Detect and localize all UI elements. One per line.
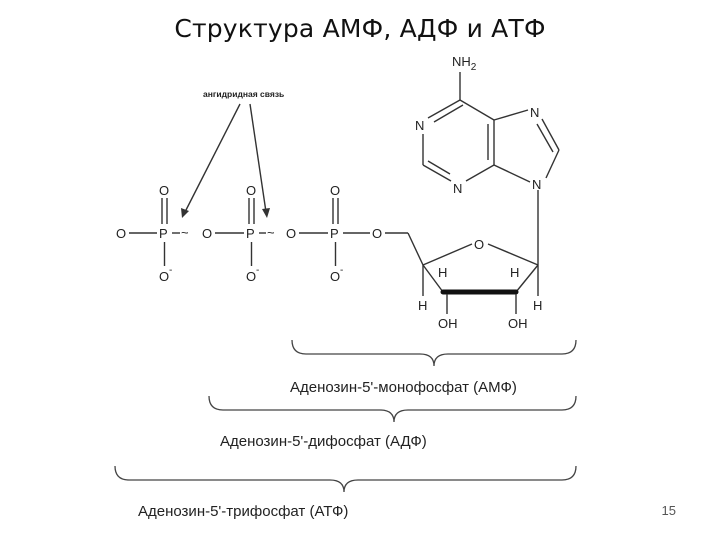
anhydride-tilde-1: ~ xyxy=(181,225,189,240)
atom-n7: N xyxy=(530,105,539,120)
slide-title: Структура АМФ, АДФ и АТФ xyxy=(174,14,546,43)
phosphate-chain: O P O O - ~ O P O O - ~ O xyxy=(116,183,424,284)
atom-h-c4: H xyxy=(438,265,447,280)
atom-oh-c2: OH xyxy=(508,316,528,331)
atom-o-bridge-2: O xyxy=(286,226,296,241)
brace-atp xyxy=(114,465,577,493)
anhydride-tilde-2: ~ xyxy=(267,225,275,240)
charge-p1: - xyxy=(169,265,172,276)
atom-p2: P xyxy=(246,226,255,241)
atom-p2-o-bottom: O xyxy=(246,269,256,284)
atom-h-c4-down: H xyxy=(418,298,427,313)
atom-p3-o-top: O xyxy=(330,183,340,198)
atom-p3: P xyxy=(330,226,339,241)
charge-p2: - xyxy=(256,265,259,276)
caption-atp: Аденозин-5'-трифосфат (АТФ) xyxy=(138,503,348,520)
brace-amp xyxy=(291,339,577,367)
atom-h-c1-down: H xyxy=(533,298,542,313)
atom-n3: N xyxy=(453,181,462,196)
atom-p1-o-top: O xyxy=(159,183,169,198)
atom-o-terminal: O xyxy=(116,226,126,241)
atom-o-bridge-1: O xyxy=(202,226,212,241)
atom-n9: N xyxy=(532,177,541,192)
atom-n1: N xyxy=(415,118,424,133)
atom-p2-o-top: O xyxy=(246,183,256,198)
atom-p1-o-bottom: O xyxy=(159,269,169,284)
atom-o-ester: O xyxy=(372,226,382,241)
atom-o-ring: O xyxy=(474,237,484,252)
adenine-base: NH2 N N N N xyxy=(415,54,560,196)
brace-adp xyxy=(208,395,577,423)
caption-amp: Аденозин-5'-монофосфат (АМФ) xyxy=(290,379,517,396)
atom-h-c1: H xyxy=(510,265,519,280)
caption-adp: Аденозин-5'-дифосфат (АДФ) xyxy=(220,433,427,450)
atom-oh-c3: OH xyxy=(438,316,458,331)
atom-p3-o-bottom: O xyxy=(330,269,340,284)
atom-nh2: NH2 xyxy=(452,54,477,73)
atom-p1: P xyxy=(159,226,168,241)
anhydride-arrows xyxy=(181,103,270,218)
charge-p3: - xyxy=(340,265,343,276)
anhydride-bond-label: ангидридная связь xyxy=(203,89,284,99)
ribose-ring: O H H H H OH OH xyxy=(418,190,542,331)
page-number: 15 xyxy=(661,503,676,518)
